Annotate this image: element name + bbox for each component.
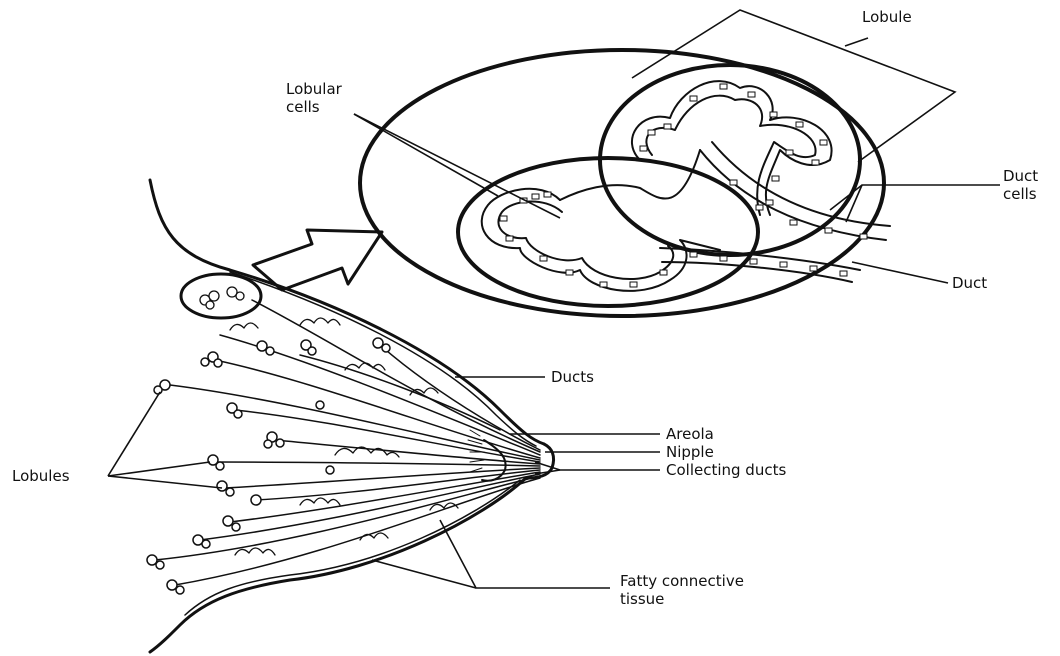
label-areola: Areola xyxy=(666,425,714,443)
label-lobular-cells-line2: cells xyxy=(286,98,320,116)
label-duct-cells-line1: Duct xyxy=(1003,167,1038,185)
label-fatty-line2: tissue xyxy=(620,590,664,608)
leader-lobule xyxy=(632,10,955,162)
label-collecting-ducts: Collecting ducts xyxy=(666,461,786,479)
label-nipple: Nipple xyxy=(666,443,714,461)
enlarged-view xyxy=(360,50,890,316)
leader-fatty-2 xyxy=(372,560,476,588)
zoom-arrow xyxy=(253,230,382,290)
label-duct: Duct xyxy=(952,274,987,292)
leader-fatty-1 xyxy=(440,520,610,588)
breast-ducts xyxy=(155,300,540,585)
breast-outline xyxy=(150,180,554,652)
label-lobular-cells-line1: Lobular xyxy=(286,80,343,98)
leader-lobules-1 xyxy=(108,392,160,476)
leader-lobules-3 xyxy=(108,476,222,488)
leader-lobular-cells-1 xyxy=(354,114,498,196)
label-lobules: Lobules xyxy=(12,467,70,485)
leader-duct xyxy=(852,262,948,283)
leader-lobular-cells-2 xyxy=(354,114,560,218)
label-duct-cells-line2: cells xyxy=(1003,185,1037,203)
label-ducts: Ducts xyxy=(551,368,594,386)
leader-lobule-tick xyxy=(845,38,868,46)
label-lobule: Lobule xyxy=(862,8,912,26)
magnify-circle-small xyxy=(181,274,261,318)
label-fatty-line1: Fatty connective xyxy=(620,572,744,590)
leader-lobules-2 xyxy=(108,462,210,476)
